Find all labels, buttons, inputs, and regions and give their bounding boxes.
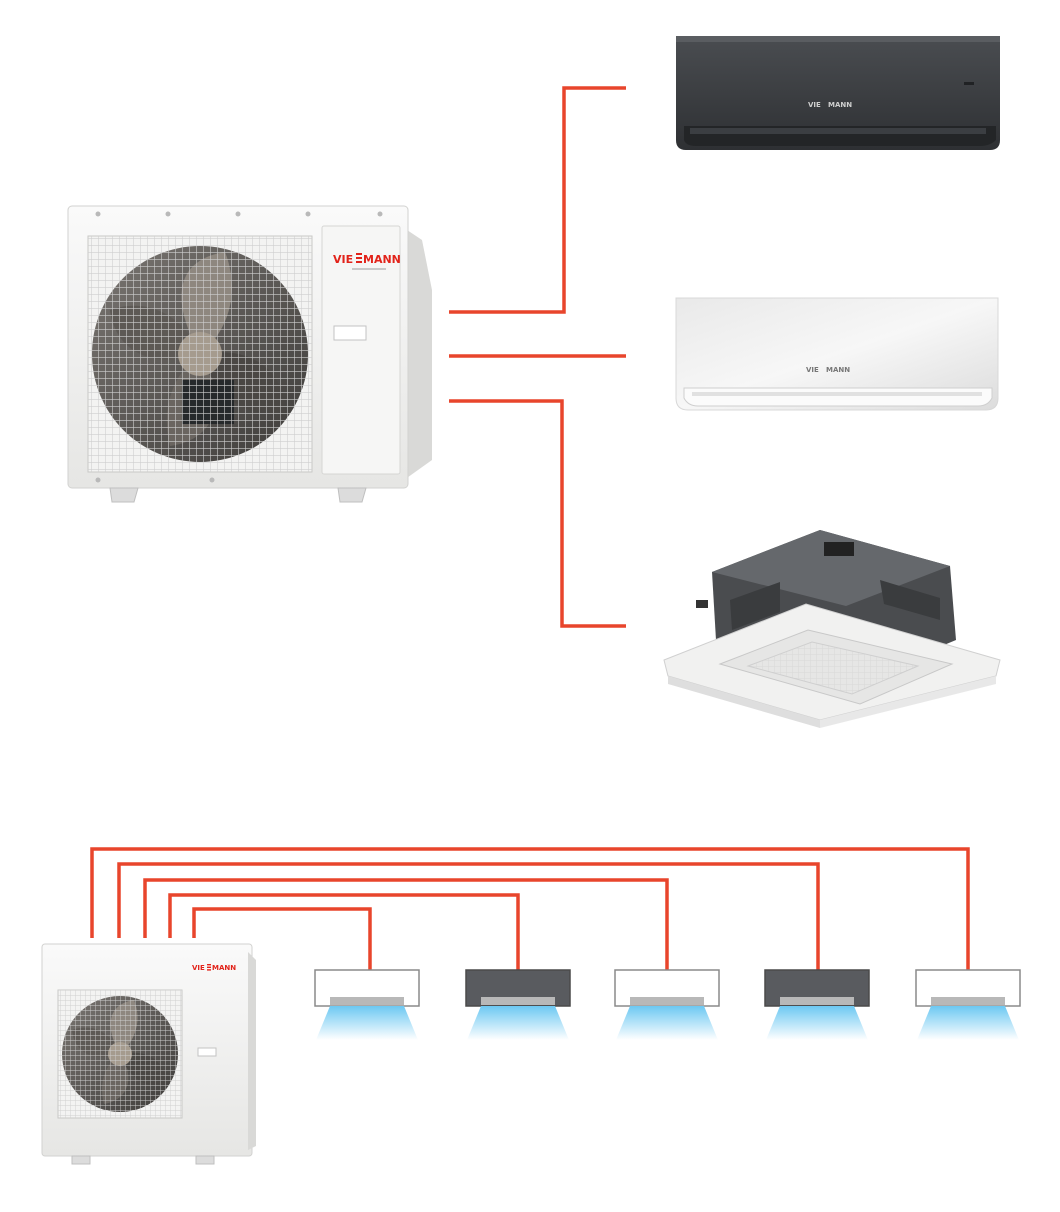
indoor-unit-2 bbox=[465, 969, 571, 1040]
indoor-unit-logo: VIE MANN bbox=[806, 366, 850, 374]
dark-unit-logo-right-text: MANN bbox=[828, 101, 852, 109]
airflow-icon bbox=[917, 1006, 1019, 1040]
pipe-bottom-5 bbox=[90, 847, 970, 970]
airflow-icon bbox=[766, 1006, 868, 1040]
indoor-unit-1 bbox=[314, 969, 420, 1040]
white-unit-logo-right-text: MANN bbox=[826, 366, 850, 374]
white-unit-logo-left-text: VIE bbox=[806, 366, 819, 374]
outdoor-unit-small: VIE MANN bbox=[41, 943, 256, 1165]
small-logo-right-text: MANN bbox=[212, 964, 236, 972]
pipe-bottom-3 bbox=[143, 878, 669, 970]
pipe-top-1 bbox=[449, 86, 626, 314]
dark-unit-logo-left-text: VIE bbox=[808, 101, 821, 109]
airflow-icon bbox=[616, 1006, 718, 1040]
indoor-unit-3 bbox=[614, 969, 720, 1040]
pipe-bottom-2 bbox=[168, 893, 520, 970]
brand-logo-small: VIE MANN bbox=[192, 964, 236, 972]
airflow-icon bbox=[316, 1006, 418, 1040]
small-logo-left-text: VIE bbox=[192, 964, 205, 972]
indoor-unit-4 bbox=[764, 969, 870, 1040]
pipe-top-3 bbox=[449, 399, 626, 628]
outdoor-unit-large: VIE MANN bbox=[67, 205, 432, 503]
indoor-unit-dark-wall: VIE MANN bbox=[676, 36, 1000, 150]
pipe-bottom-1 bbox=[192, 907, 372, 970]
indoor-unit-5 bbox=[915, 969, 1021, 1040]
indoor-unit-logo: VIE MANN bbox=[808, 101, 852, 109]
indoor-unit-white-wall: VIE MANN bbox=[675, 297, 999, 411]
pipe-bottom-4 bbox=[117, 862, 820, 970]
brand-logo-left-text: VIE bbox=[333, 253, 353, 266]
indoor-unit-ceiling-cassette bbox=[663, 530, 1001, 728]
brand-logo: VIE MANN bbox=[333, 253, 401, 270]
brand-logo-right-text: MANN bbox=[363, 253, 401, 266]
airflow-icon bbox=[467, 1006, 569, 1040]
